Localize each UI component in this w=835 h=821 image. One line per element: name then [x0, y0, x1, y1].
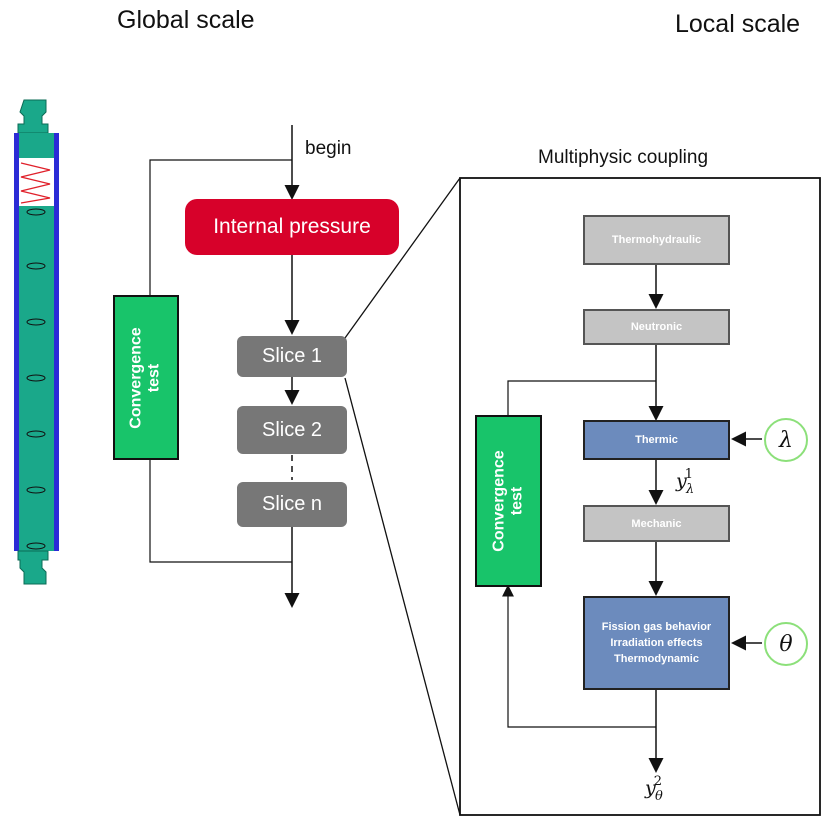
thermodynamic-line: Thermodynamic: [614, 653, 699, 665]
mechanic-box: Mechanic: [583, 505, 730, 542]
local-scale-title: Local scale: [675, 10, 801, 38]
thermic-box: Thermic: [583, 420, 730, 460]
local-convergence-test-box: Convergence test: [475, 415, 542, 587]
local-convergence-test-label: Convergence test: [490, 450, 526, 552]
loop-bottom: [149, 460, 292, 563]
neutronic-box: Neutronic: [583, 309, 730, 345]
slice-2-box: Slice 2: [237, 406, 347, 454]
fuel-rod-image: [14, 99, 59, 585]
fission-gas-line: Fission gas behavior: [601, 621, 712, 633]
loop-top: [149, 159, 292, 295]
internal-pressure-box: Internal pressure: [185, 199, 399, 255]
thermohydraulic-box: Thermohydraulic: [583, 215, 730, 265]
global-convergence-test-label: Convergence test: [128, 326, 163, 429]
irradiation-line: Irradiation effects: [610, 637, 703, 649]
local-loop-top: [507, 380, 656, 415]
multiphysic-coupling-label: Multiphysic coupling: [538, 147, 709, 168]
begin-label: begin: [305, 138, 352, 159]
theta-circle: θ: [764, 622, 808, 666]
lambda-circle: λ: [764, 418, 808, 462]
global-scale-title: Global scale: [117, 6, 255, 34]
zoom-line-bottom: [344, 377, 461, 816]
slice-n-box: Slice n: [237, 482, 347, 527]
y-lambda-1-label: y1λ: [676, 467, 695, 497]
local-loop-bottom: [502, 584, 656, 728]
global-convergence-test-box: Convergence test: [113, 295, 179, 460]
fission-gas-box: Fission gas behavior Irradiation effects…: [583, 596, 730, 690]
y-theta-2-label: y2θ: [645, 774, 663, 804]
zoom-line-top: [344, 177, 461, 339]
slice-1-box: Slice 1: [237, 336, 347, 377]
local-panel-frame: [459, 177, 821, 816]
